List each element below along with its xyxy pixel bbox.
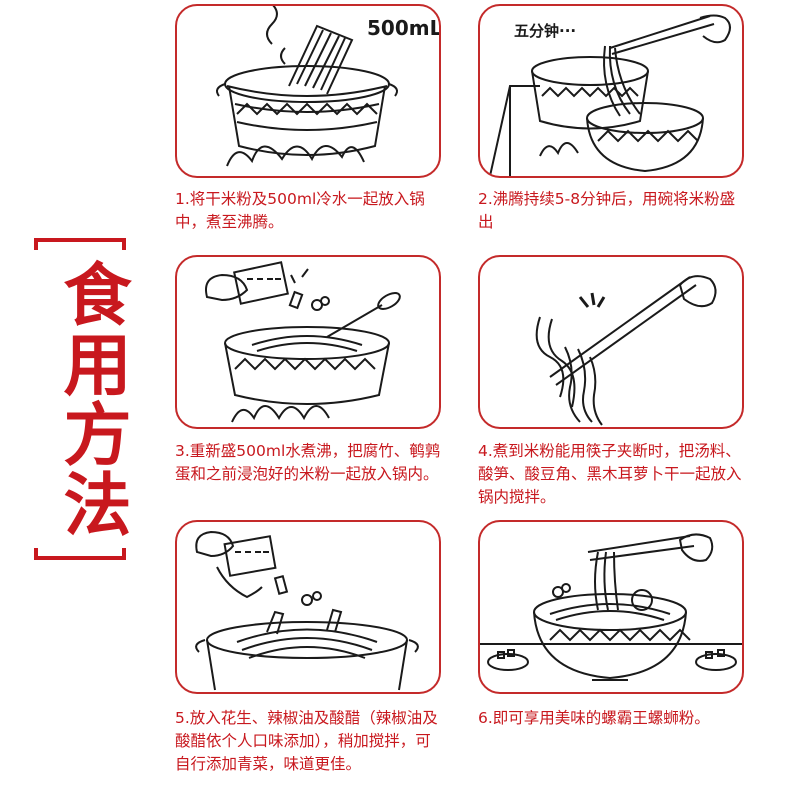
page-title: 食用方法 [34, 238, 130, 560]
scoop-noodles-into-bowl-illustration [489, 14, 731, 176]
step-5-panel [175, 520, 441, 694]
chopsticks-breaking-noodles-illustration [535, 275, 717, 426]
step-1-caption: 1.将干米粉及500ml冷水一起放入锅中，煮至沸腾。 [175, 190, 425, 231]
step-2-panel: 五分钟··· [478, 4, 744, 178]
timer-label: 五分钟··· [514, 22, 577, 40]
water-amount-label: 500mL [367, 16, 441, 40]
step-3-caption: 3.重新盛500ml水煮沸，把腐竹、鹌鹑蛋和之前浸泡好的米粉一起放入锅内。 [175, 442, 441, 483]
step-5-caption: 5.放入花生、辣椒油及酸醋（辣椒油及酸醋依个人口味添加），稍加搅拌，可自行添加青… [175, 709, 438, 773]
step-6-panel [478, 520, 744, 694]
title-bracket-bottom [34, 548, 126, 560]
step-6-caption: 6.即可享用美味的螺霸王螺蛳粉。 [478, 709, 710, 727]
step-4-panel [478, 255, 744, 429]
step-2-caption: 2.沸腾持续5-8分钟后，用碗将米粉盛出 [478, 190, 736, 231]
step-3-panel [175, 255, 441, 429]
title-bracket-top [34, 238, 126, 250]
step-1-panel: 500mL [175, 4, 441, 178]
step-4-caption: 4.煮到米粉能用筷子夹断时，把汤料、酸笋、酸豆角、黑木耳萝卜干一起放入锅内搅拌。 [478, 442, 742, 506]
pot-with-dry-noodles-illustration [216, 6, 398, 167]
title-text: 食用方法 [51, 259, 130, 539]
seasoning-pot-illustration [195, 530, 419, 691]
bowl-of-noodles-illustration [480, 533, 742, 681]
add-ingredients-to-pot-illustration [205, 261, 401, 423]
